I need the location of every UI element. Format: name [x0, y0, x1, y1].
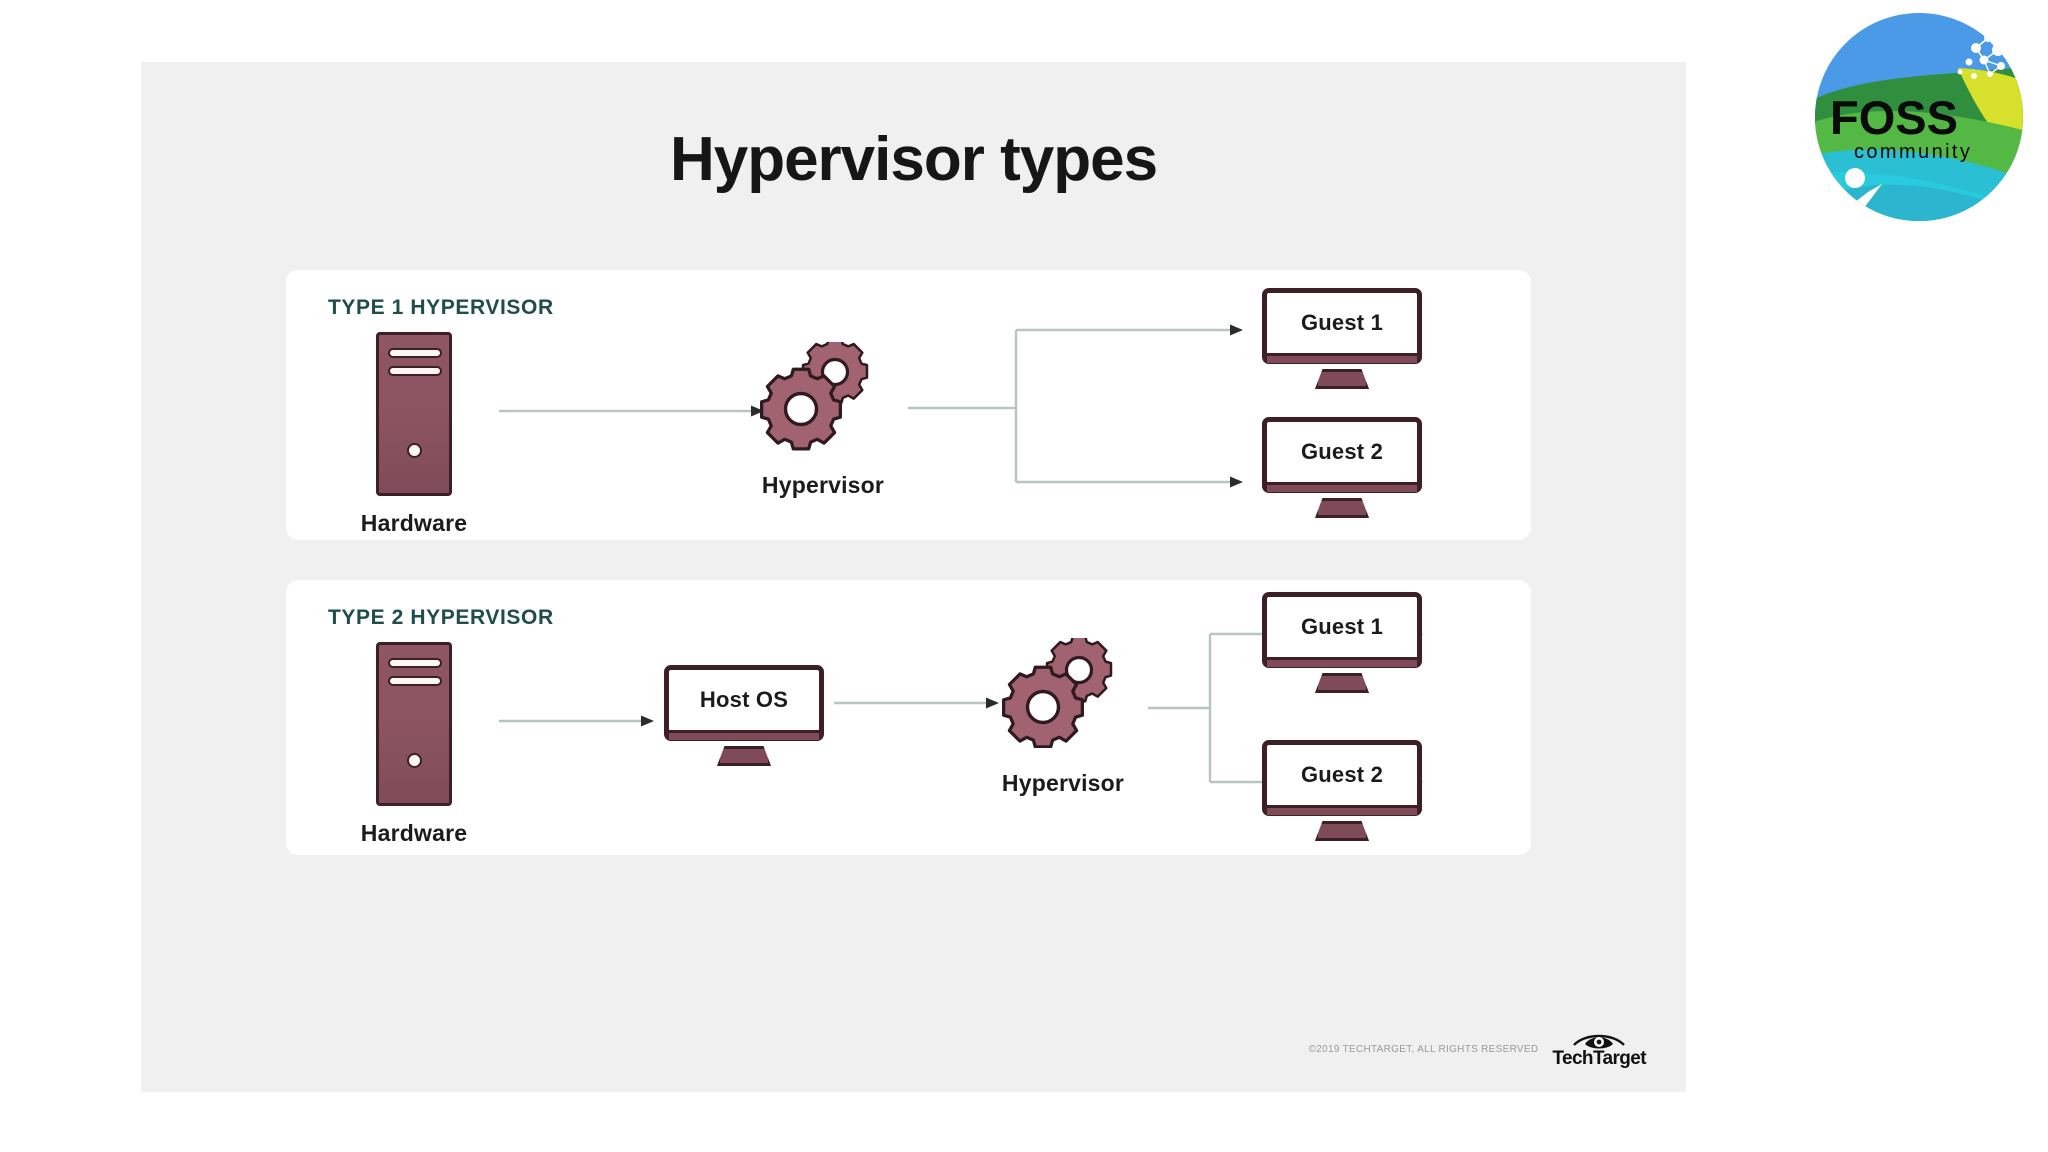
drive-slot-icon [388, 348, 442, 358]
monitor-stand-icon [717, 746, 771, 766]
gears-icon [997, 638, 1129, 748]
hardware-caption: Hardware [360, 820, 468, 846]
node-hypervisor-type-2: Hypervisor [958, 638, 1168, 797]
node-hardware-type-2: Hardware [334, 642, 494, 847]
techtarget-logo: TechTarget [1552, 1031, 1647, 1069]
hypervisor-caption: Hypervisor [1001, 770, 1125, 796]
guest-2-label: Guest 2 [1300, 762, 1384, 787]
foss-tagline: community [1854, 141, 1972, 163]
monitor-icon: Guest 2 [1262, 740, 1422, 816]
diagram-stage-type-1: Hardware [286, 270, 1531, 540]
node-guest-1-type-2: Guest 1 [1262, 592, 1422, 693]
foss-wordmark: FOSS [1830, 91, 1958, 144]
connector-hostos-to-hypervisor [834, 696, 1004, 710]
node-guest-1-type-1: Guest 1 [1262, 288, 1422, 389]
drive-slot-icon [388, 676, 442, 686]
eye-icon [1573, 1034, 1626, 1049]
panel-label-type-1: TYPE 1 HYPERVISOR [328, 296, 554, 319]
connector-hypervisor-to-guests-type-1 [908, 312, 1268, 502]
slide-footer: ©2019 TECHTARGET, ALL RIGHTS RESERVED Te… [1308, 1031, 1647, 1069]
server-tower-icon [376, 642, 452, 806]
power-button-icon [407, 443, 422, 458]
monitor-stand-icon [1315, 673, 1369, 693]
power-button-icon [407, 753, 422, 768]
node-hardware-type-1: Hardware [334, 332, 494, 537]
node-host-os: Host OS [664, 665, 824, 766]
slide-canvas: Hypervisor types TYPE 1 HYPERVISOR Hardw… [141, 62, 1686, 1092]
page-title: Hypervisor types [669, 125, 1158, 194]
gears-icon [757, 342, 889, 452]
copyright-text: ©2019 TECHTARGET, ALL RIGHTS RESERVED [1308, 1044, 1539, 1055]
panel-type-2-hypervisor: TYPE 2 HYPERVISOR Hardware [286, 580, 1531, 855]
panel-label-type-2: TYPE 2 HYPERVISOR [328, 606, 554, 629]
guest-1-label: Guest 1 [1300, 310, 1384, 335]
node-guest-2-type-1: Guest 2 [1262, 417, 1422, 518]
host-os-label: Host OS [699, 687, 789, 712]
drive-slot-icon [388, 366, 442, 376]
monitor-icon: Guest 1 [1262, 592, 1422, 668]
node-hypervisor-type-1: Hypervisor [718, 342, 928, 499]
diagram-stage-type-2: Hardware Host OS [286, 580, 1531, 855]
hardware-caption: Hardware [360, 510, 468, 536]
monitor-stand-icon [1315, 498, 1369, 518]
monitor-icon: Host OS [664, 665, 824, 741]
drive-slot-icon [388, 658, 442, 668]
monitor-stand-icon [1315, 821, 1369, 841]
foss-community-logo: FOSS community [1808, 6, 2030, 228]
panel-type-1-hypervisor: TYPE 1 HYPERVISOR Hardware [286, 270, 1531, 540]
monitor-stand-icon [1315, 369, 1369, 389]
hypervisor-caption: Hypervisor [761, 472, 885, 498]
node-guest-2-type-2: Guest 2 [1262, 740, 1422, 841]
server-tower-icon [376, 332, 452, 496]
guest-1-label: Guest 1 [1300, 614, 1384, 639]
monitor-icon: Guest 2 [1262, 417, 1422, 493]
monitor-icon: Guest 1 [1262, 288, 1422, 364]
connector-hardware-to-hypervisor-type-1 [499, 404, 769, 418]
connector-hardware-to-hostos [499, 714, 659, 728]
techtarget-wordmark: TechTarget [1552, 1048, 1646, 1069]
guest-2-label: Guest 2 [1300, 439, 1384, 464]
